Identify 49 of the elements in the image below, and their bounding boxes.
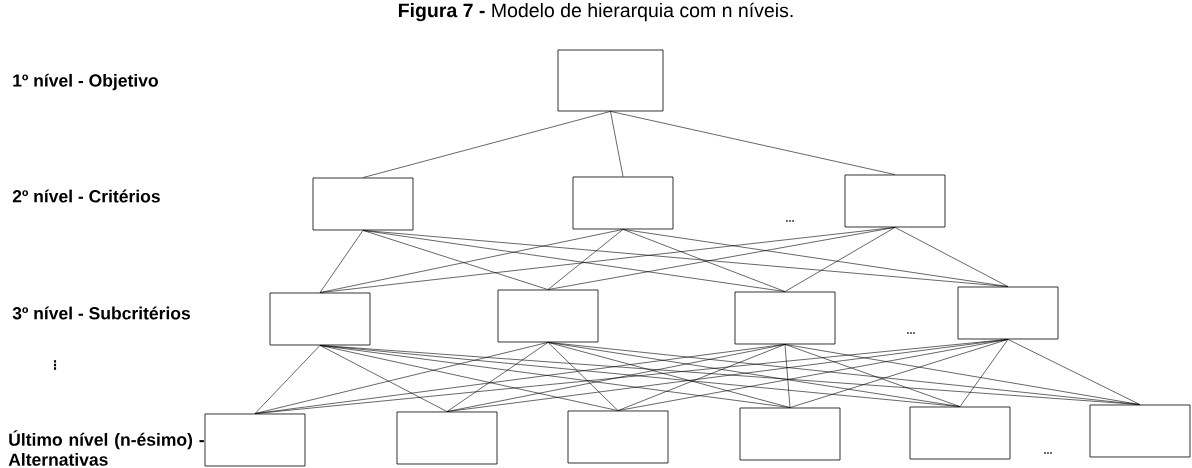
- connector-line: [547, 229, 624, 290]
- empty-box: [269, 292, 371, 346]
- connector-line: [547, 227, 896, 290]
- empty-box: [734, 291, 836, 345]
- connector-line: [622, 229, 1009, 287]
- connector-line: [789, 339, 1009, 408]
- empty-box: [497, 289, 599, 343]
- connector-line: [610, 111, 896, 175]
- connector-line: [959, 339, 1009, 407]
- connector-line: [547, 342, 791, 408]
- ellipsis: ...: [907, 332, 915, 334]
- connector-line: [547, 342, 619, 411]
- connector-line: [446, 342, 549, 412]
- level-label: 3º nível - Subcritérios: [12, 306, 190, 320]
- ellipsis: ...: [1044, 452, 1052, 454]
- connector-line: [1007, 339, 1141, 405]
- empty-box: [844, 174, 946, 228]
- empty-box: [396, 411, 498, 465]
- empty-box: [909, 406, 1011, 460]
- connector-line: [617, 344, 786, 411]
- connector-line: [362, 230, 549, 290]
- connector-line: [319, 345, 619, 411]
- connector-line: [254, 345, 321, 414]
- empty-box: [204, 413, 306, 467]
- level-label: 2º nível - Critérios: [12, 189, 160, 203]
- empty-box: [1089, 404, 1191, 458]
- connector-line: [894, 227, 1009, 287]
- connector-line: [254, 342, 549, 414]
- connector-line: [784, 344, 1141, 405]
- connector-line: [610, 111, 624, 177]
- connector-line: [362, 111, 611, 178]
- empty-box: [312, 177, 414, 231]
- connector-line: [784, 344, 791, 408]
- connector-line: [319, 345, 448, 412]
- empty-box: [739, 407, 841, 461]
- ellipsis: ...: [786, 220, 794, 222]
- ellipsis: ⋮: [53, 360, 57, 370]
- figure-title: Figura 7 - Modelo de hierarquia com n níveis.: [398, 2, 793, 22]
- connector-line: [784, 227, 896, 292]
- empty-box: [567, 410, 669, 464]
- connector-line: [622, 229, 786, 292]
- level-label: 1º nível - Objetivo: [13, 73, 158, 91]
- connector-line: [446, 344, 786, 412]
- connector-line: [784, 344, 961, 407]
- empty-box: [957, 286, 1059, 340]
- empty-box: [557, 49, 664, 112]
- connector-line: [319, 229, 624, 293]
- empty-box: [572, 176, 674, 230]
- connector-line: [319, 230, 364, 293]
